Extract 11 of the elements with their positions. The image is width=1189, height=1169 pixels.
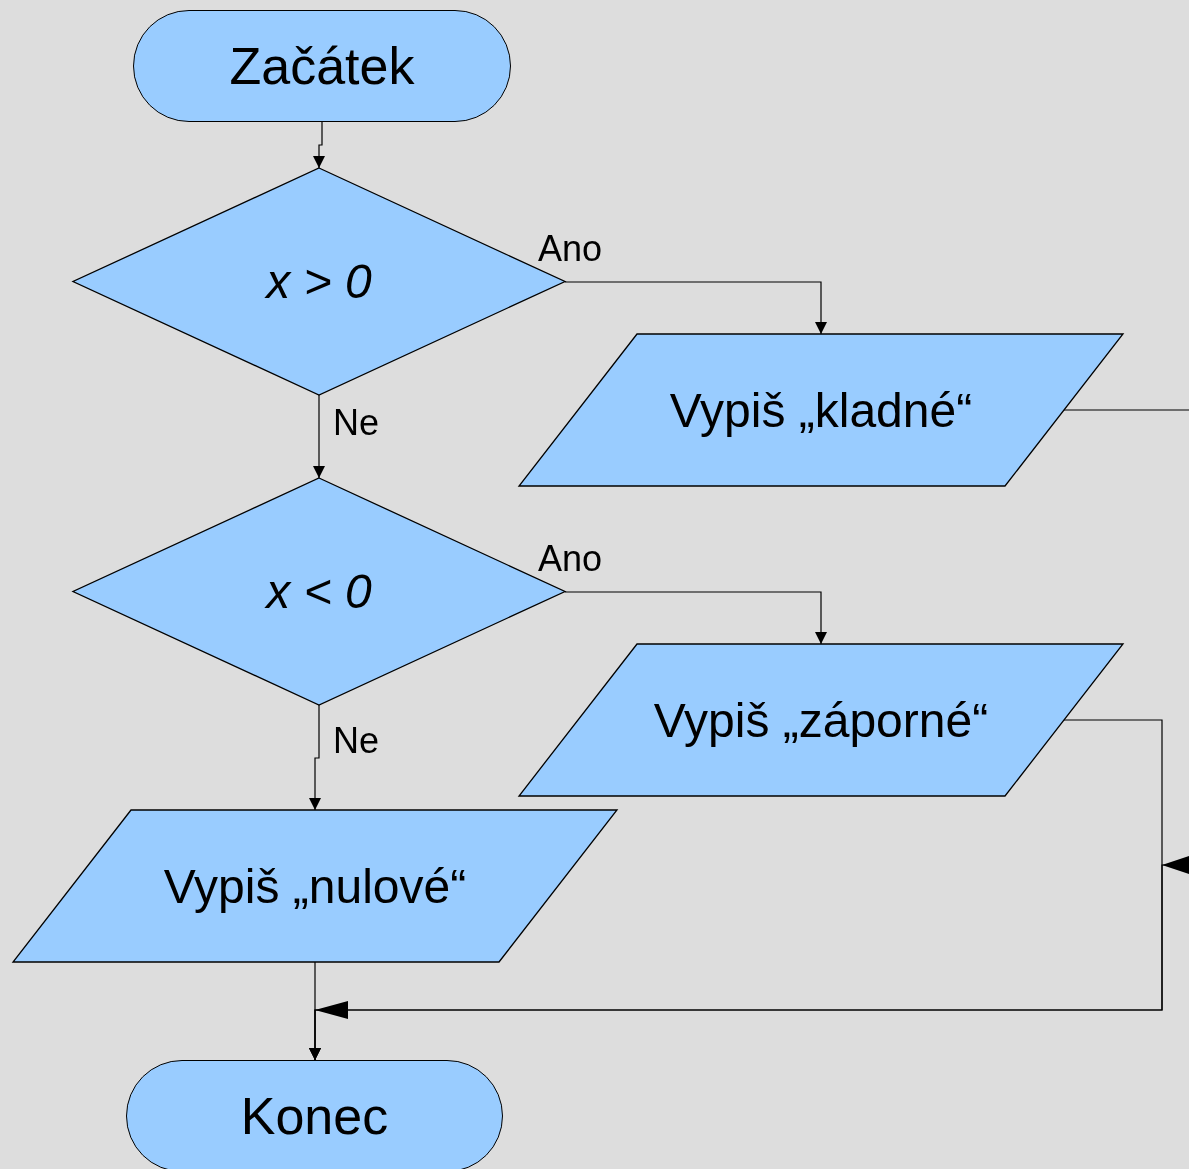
node-label: Vypiš „záporné“ (653, 692, 989, 748)
node-label: Vypiš „kladné“ (669, 382, 973, 438)
node-label: Konec (240, 1086, 389, 1146)
node-label: Začátek (229, 36, 415, 96)
edge-label: Ano (538, 538, 603, 580)
node-label: x < 0 (266, 564, 372, 619)
edge-label: Ne (333, 402, 380, 444)
edge-label: Ne (333, 720, 380, 762)
node-label: x > 0 (266, 254, 372, 309)
node-label: Vypiš „nulové“ (163, 858, 467, 914)
edge-label: Ano (538, 228, 603, 270)
